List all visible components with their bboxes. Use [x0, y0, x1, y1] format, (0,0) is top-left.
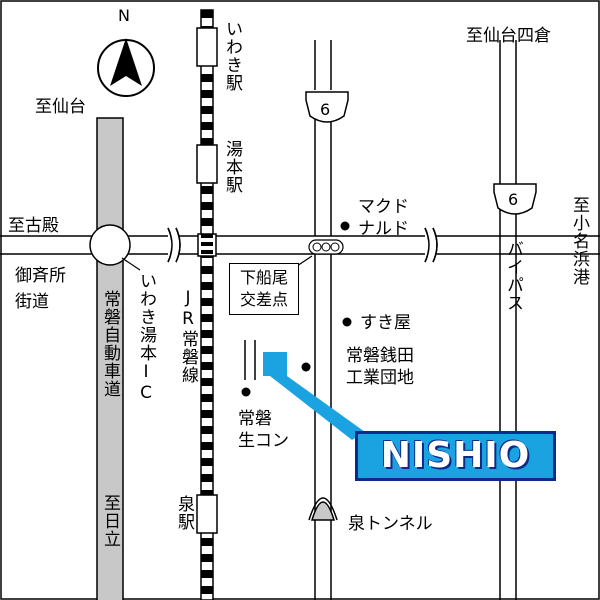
joban-seikon-label: 常磐 生コン [238, 409, 289, 451]
to-sendai-label: 至仙台 [35, 97, 86, 117]
iwaki-yumoto-ic-label: いわき湯本IC [136, 272, 156, 404]
izumi-station-label: 泉駅 [174, 495, 194, 531]
to-onahama-label: 至小名浜港 [569, 196, 589, 286]
joban-seikon-dot [241, 387, 251, 397]
iwaki-yumoto-ic-circle [89, 224, 131, 266]
break-gap-1 [171, 233, 176, 257]
compass-north-label: N [118, 6, 130, 25]
route6-right-number: 6 [508, 190, 519, 209]
break-gap-2 [428, 233, 433, 257]
jr-joban-line-label: JR常磐線 [178, 288, 198, 384]
bypass-label: バイパス [503, 240, 523, 312]
traffic-signal [296, 239, 344, 267]
nishio-brand-logo: NISHIO [355, 431, 556, 481]
route6-shield-right [493, 183, 537, 215]
yumoto-station-mark [196, 144, 218, 184]
iwaki-station-label: いわき駅 [222, 20, 242, 92]
sukiya-label: すき屋 [360, 313, 411, 333]
to-sendai-shikura-label: 至仙台四倉 [466, 26, 551, 46]
bypass-road [499, 40, 517, 600]
shimofunao-intersection-label: 下船尾 交差点 [229, 263, 299, 315]
vertical-road-route6 [314, 40, 332, 600]
izumi-station-mark [196, 494, 218, 534]
route6-top-number: 6 [320, 100, 331, 119]
iwaki-station-mark [196, 27, 218, 67]
gosaisho-kaido-label: 御斉所 街道 [15, 266, 66, 312]
route6-shield-top [305, 90, 349, 123]
sukiya-dot [342, 317, 352, 327]
ic-leader-line [121, 257, 141, 271]
mcdonalds-dot [340, 221, 350, 231]
nishio-pointer [270, 376, 365, 440]
izumi-tunnel-mark [308, 497, 338, 521]
compass-icon [97, 38, 155, 97]
side-road [244, 340, 256, 380]
to-kodono-label: 至古殿 [8, 216, 59, 236]
joban-expressway-label: 常磐自動車道 [100, 290, 120, 398]
mcdonalds-label: マクド ナルド [358, 197, 409, 239]
nishio-location-marker [263, 352, 287, 376]
to-nittatsu-label: 至日立 [100, 494, 120, 548]
yumoto-station-label: 湯本駅 [222, 140, 242, 194]
joban-zenida-dot [301, 362, 311, 372]
joban-zenida-label: 常磐銭田 工業団地 [346, 346, 414, 388]
izumi-tunnel-label: 泉トンネル [348, 514, 433, 534]
